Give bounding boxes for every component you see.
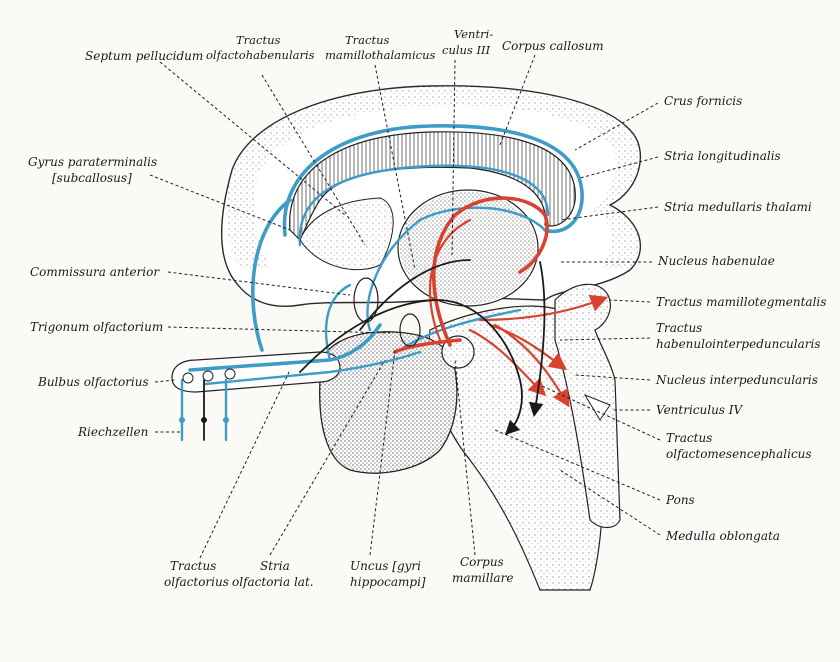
label-stria-medullaris: Stria medullaris thalami [664, 200, 812, 214]
label-corpus-mamillare-2: mamillare [452, 571, 513, 585]
label-nucleus-interpeduncularis: Nucleus interpeduncularis [655, 373, 818, 387]
label-uncus-1: Uncus [gyri [350, 559, 421, 573]
label-pons: Pons [665, 493, 695, 507]
label-stria-olfactoria-2: olfactoria lat. [232, 575, 314, 589]
label-tractus-olfactohabenularis-1: Tractus [236, 33, 280, 47]
label-ventriculus-iv: Ventriculus IV [656, 403, 744, 417]
label-riechzellen: Riechzellen [77, 425, 148, 439]
label-nucleus-habenulae: Nucleus habenulae [657, 254, 775, 268]
riechzellen-cells [179, 369, 235, 440]
label-crus-fornicis: Crus fornicis [664, 94, 742, 108]
label-tractus-olfactohabenularis-2: olfactohabenularis [206, 48, 315, 62]
label-corpus-mamillare-1: Corpus [460, 555, 504, 569]
label-stria-olfactoria-1: Stria [260, 559, 290, 573]
label-septum-pellucidum: Septum pellucidum [85, 49, 203, 63]
label-bulbus-olfactorius: Bulbus olfactorius [37, 375, 149, 389]
label-corpus-callosum: Corpus callosum [502, 39, 604, 53]
label-tractus-mamillothalamicus-2: mamillothalamicus [325, 48, 435, 62]
label-gyrus-paraterminalis-2: [subcallosus] [52, 171, 132, 185]
label-tractus-mamillotegmentalis: Tractus mamillotegmentalis [656, 295, 826, 309]
label-tractus-olfactomesencephalicus-2: olfactomesencephalicus [666, 447, 812, 461]
label-commissura-anterior: Commissura anterior [30, 265, 160, 279]
label-tractus-mamillothalamicus-1: Tractus [345, 33, 389, 47]
label-ventriculus-iii-2: culus III [442, 43, 491, 57]
label-tractus-habenulointerpeduncularis-2: habenulointerpeduncularis [656, 337, 821, 351]
label-uncus-2: hippocampi] [350, 575, 426, 589]
label-stria-longitudinalis: Stria longitudinalis [664, 149, 781, 163]
label-gyrus-paraterminalis-1: Gyrus paraterminalis [28, 155, 157, 169]
label-tractus-olfactorius-1: Tractus [170, 559, 216, 573]
label-tractus-olfactorius-2: olfactorius [164, 575, 229, 589]
label-ventriculus-iii-1: Ventri- [454, 27, 493, 41]
label-medulla-oblongata: Medulla oblongata [665, 529, 780, 543]
label-tractus-olfactomesencephalicus-1: Tractus [666, 431, 712, 445]
temporal-lobe-stipple [320, 332, 457, 473]
label-trigonum-olfactorium: Trigonum olfactorium [30, 320, 163, 334]
label-tractus-habenulointerpeduncularis-1: Tractus [656, 321, 702, 335]
